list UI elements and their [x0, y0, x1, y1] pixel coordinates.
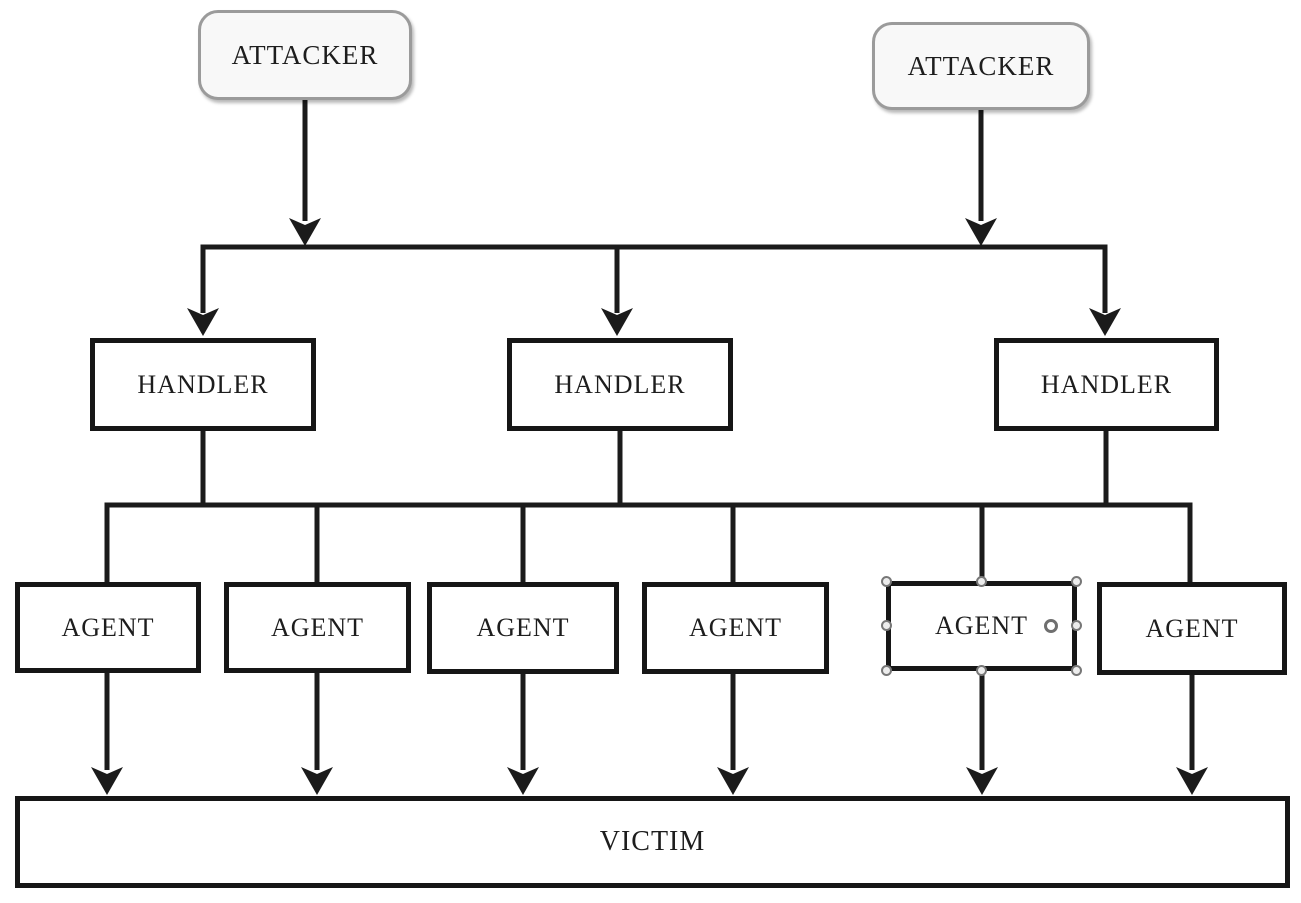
victim-node[interactable]: VICTIM	[15, 796, 1290, 888]
agent-node-4[interactable]: AGENT	[642, 582, 829, 674]
attacker-node-1-label: ATTACKER	[231, 39, 379, 70]
agent-node-4-label: AGENT	[688, 613, 783, 642]
selection-handle-se[interactable]	[1071, 665, 1082, 676]
arrowhead-handler3	[1089, 308, 1121, 336]
arrowhead-victim6	[1176, 767, 1208, 795]
handler-node-2[interactable]: HANDLER	[507, 338, 733, 431]
selection-handle-w[interactable]	[881, 620, 892, 631]
arrowhead-victim1	[91, 767, 123, 795]
handler-node-3[interactable]: HANDLER	[994, 338, 1219, 431]
arrowhead-victim3	[507, 767, 539, 795]
agent-node-3-label: AGENT	[476, 613, 570, 642]
handler-node-1-label: HANDLER	[137, 369, 269, 399]
connection-point-icon[interactable]	[1044, 619, 1058, 633]
agent-node-5-label: AGENT	[934, 611, 1029, 640]
attacker-node-2-label: ATTACKER	[907, 50, 1055, 81]
selection-handle-s[interactable]	[975, 665, 987, 676]
arrowhead-victim2	[301, 767, 333, 795]
victim-node-label: VICTIM	[599, 826, 706, 857]
arrowhead-handler1	[187, 308, 219, 336]
bus1-line	[200, 244, 1108, 313]
arrowhead-victim4	[717, 767, 749, 795]
handler-node-2-label: HANDLER	[554, 369, 686, 399]
arrowhead-victim5	[966, 767, 998, 795]
handler-node-1[interactable]: HANDLER	[90, 338, 316, 431]
agent-node-1-label: AGENT	[61, 612, 155, 642]
selection-handle-ne[interactable]	[1071, 576, 1082, 587]
agent-node-5-selected[interactable]: AGENT	[881, 576, 1082, 676]
selection-handle-n[interactable]	[975, 576, 987, 587]
agent-node-6[interactable]: AGENT	[1097, 582, 1287, 675]
agent-node-3[interactable]: AGENT	[427, 582, 619, 674]
bus2-line	[104, 502, 1193, 584]
attacker-node-2[interactable]: ATTACKER	[872, 22, 1090, 110]
arrowhead-attacker2	[965, 218, 997, 246]
arrowheads	[91, 218, 1208, 795]
agent-node-2[interactable]: AGENT	[224, 582, 411, 673]
arrowhead-handler2	[601, 308, 633, 336]
agent-node-6-label: AGENT	[1145, 613, 1239, 643]
selection-handle-e[interactable]	[1071, 620, 1082, 631]
arrowhead-attacker1	[289, 218, 321, 246]
agent-node-2-label: AGENT	[270, 612, 365, 642]
selection-handle-sw[interactable]	[881, 665, 892, 676]
handler-node-3-label: HANDLER	[1040, 369, 1173, 399]
agent-node-1[interactable]: AGENT	[15, 582, 201, 673]
attacker-node-1[interactable]: ATTACKER	[198, 10, 412, 100]
selection-handle-nw[interactable]	[881, 576, 892, 587]
